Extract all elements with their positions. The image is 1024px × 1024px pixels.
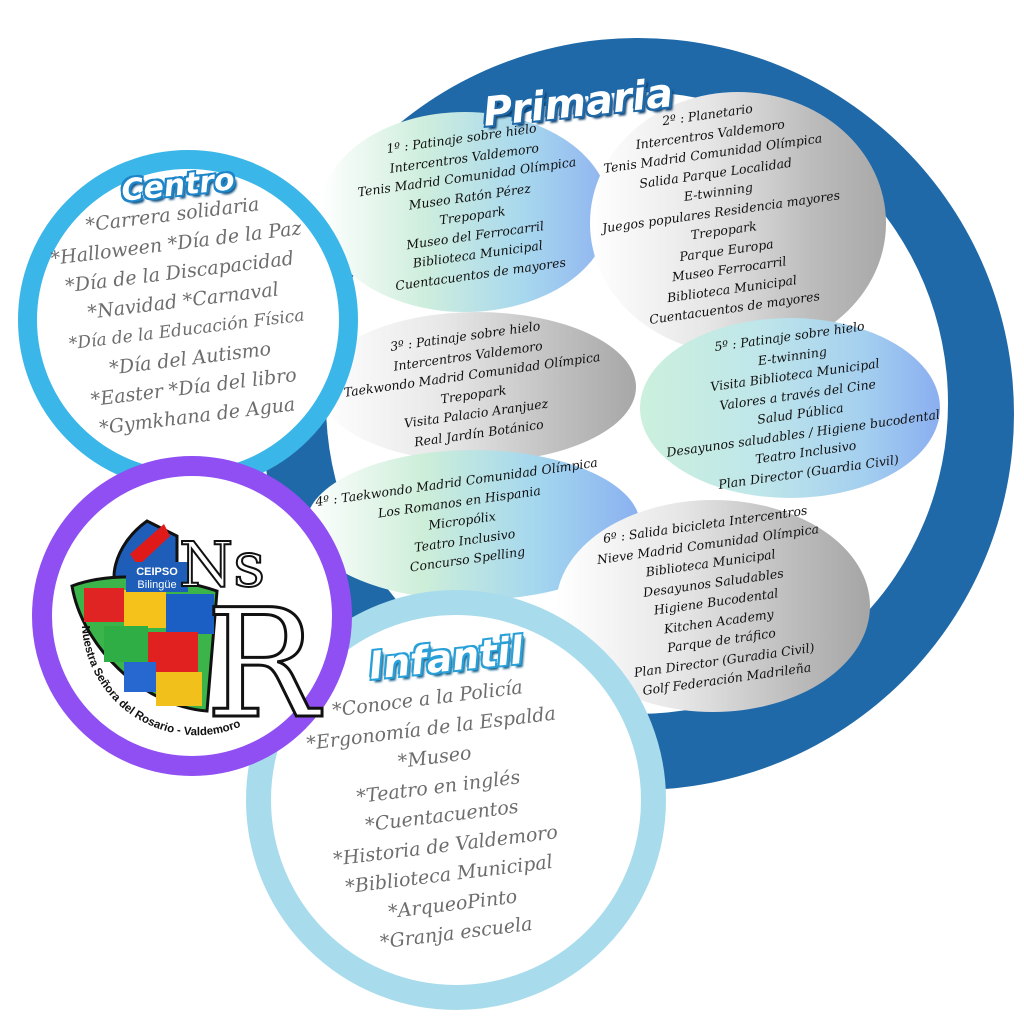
logo-puzzle-blue bbox=[166, 594, 214, 634]
logo-puzzle-blue-2 bbox=[124, 662, 156, 692]
logo-letters-ns: Ns bbox=[179, 528, 265, 601]
grade-1-bubble bbox=[320, 112, 610, 312]
logo-puzzle-green bbox=[104, 626, 148, 662]
logo-letter-r: R bbox=[206, 578, 323, 752]
grade-2-text: 2º : Planetario Intercentros Valdemoro T… bbox=[582, 88, 859, 335]
grade-2-bubble bbox=[590, 92, 886, 354]
grade-5-bubble bbox=[640, 318, 940, 498]
logo-puzzle-red bbox=[84, 588, 124, 622]
logo-badge-line2: Bilingüe bbox=[137, 579, 176, 591]
school-logo: CEIPSO Bilingüe Ns R Nuestra Señora del … bbox=[70, 519, 324, 754]
grade-3-bubble bbox=[318, 312, 636, 462]
logo-puzzle-yellow-2 bbox=[156, 672, 202, 706]
logo-badge-line1: CEIPSO bbox=[136, 566, 178, 578]
infantil-list: *Conoce a la Policía *Ergonomía de la Es… bbox=[297, 669, 587, 964]
centro-list: *Carrera solidaria *Halloween *Día de la… bbox=[37, 184, 333, 447]
logo-circle: CEIPSO Bilingüe Ns R Nuestra Señora del … bbox=[32, 456, 352, 776]
logo-puzzle-red-2 bbox=[148, 632, 198, 672]
logo-red-stripe bbox=[130, 524, 170, 566]
logo-puzzle-yellow bbox=[124, 590, 166, 628]
logo-badge bbox=[126, 562, 188, 592]
